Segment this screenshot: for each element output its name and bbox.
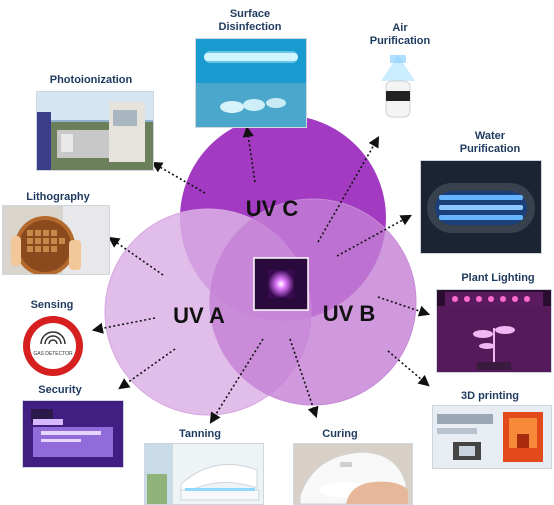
label-curing: Curing [322, 428, 358, 440]
arrow-water-purification [336, 214, 412, 257]
label-security: Security [38, 384, 82, 396]
photo-3d-printing [432, 405, 552, 469]
arrow-curing [289, 338, 319, 419]
label-water-purification: Water Purification [459, 130, 521, 155]
label-3d-printing: 3D printing [460, 390, 520, 402]
arrow-sensing [91, 317, 156, 334]
label-photoionization: Photoionization [49, 74, 133, 86]
arrow-air-purification [317, 136, 380, 243]
label-sensing: Sensing [30, 299, 74, 311]
center-uv-chamber-image [253, 257, 309, 311]
arrow-photoionization [151, 161, 206, 194]
uva-label: UV A [173, 303, 225, 328]
label-plant-lighting: Plant Lighting [461, 272, 535, 284]
label-surface-disinfection: Surface Disinfection [218, 8, 282, 33]
photo-security [22, 400, 124, 468]
photo-sensing-gas-detector: GAS DETECTOR [22, 315, 84, 377]
uvb-label: UV B [323, 301, 376, 326]
label-air-purification: Air Purification [369, 22, 431, 47]
uvc-label: UV C [246, 196, 299, 221]
arrow-lithography [108, 236, 164, 276]
photo-plant-lighting [436, 289, 552, 373]
gas-detector-text: GAS DETECTOR [33, 351, 73, 357]
photo-tanning [144, 443, 264, 505]
photo-air-purification [342, 52, 454, 122]
uvb-circle [209, 198, 417, 406]
label-tanning: Tanning [179, 428, 221, 440]
arrow-tanning [209, 338, 264, 424]
photo-surface-disinfection [195, 38, 307, 128]
photo-water-purification [420, 160, 542, 254]
photo-photoionization [36, 91, 154, 171]
photo-curing [293, 443, 413, 505]
label-lithography: Lithography [26, 191, 90, 203]
photo-lithography [2, 205, 110, 275]
arrow-surface-disinfection [242, 125, 256, 183]
